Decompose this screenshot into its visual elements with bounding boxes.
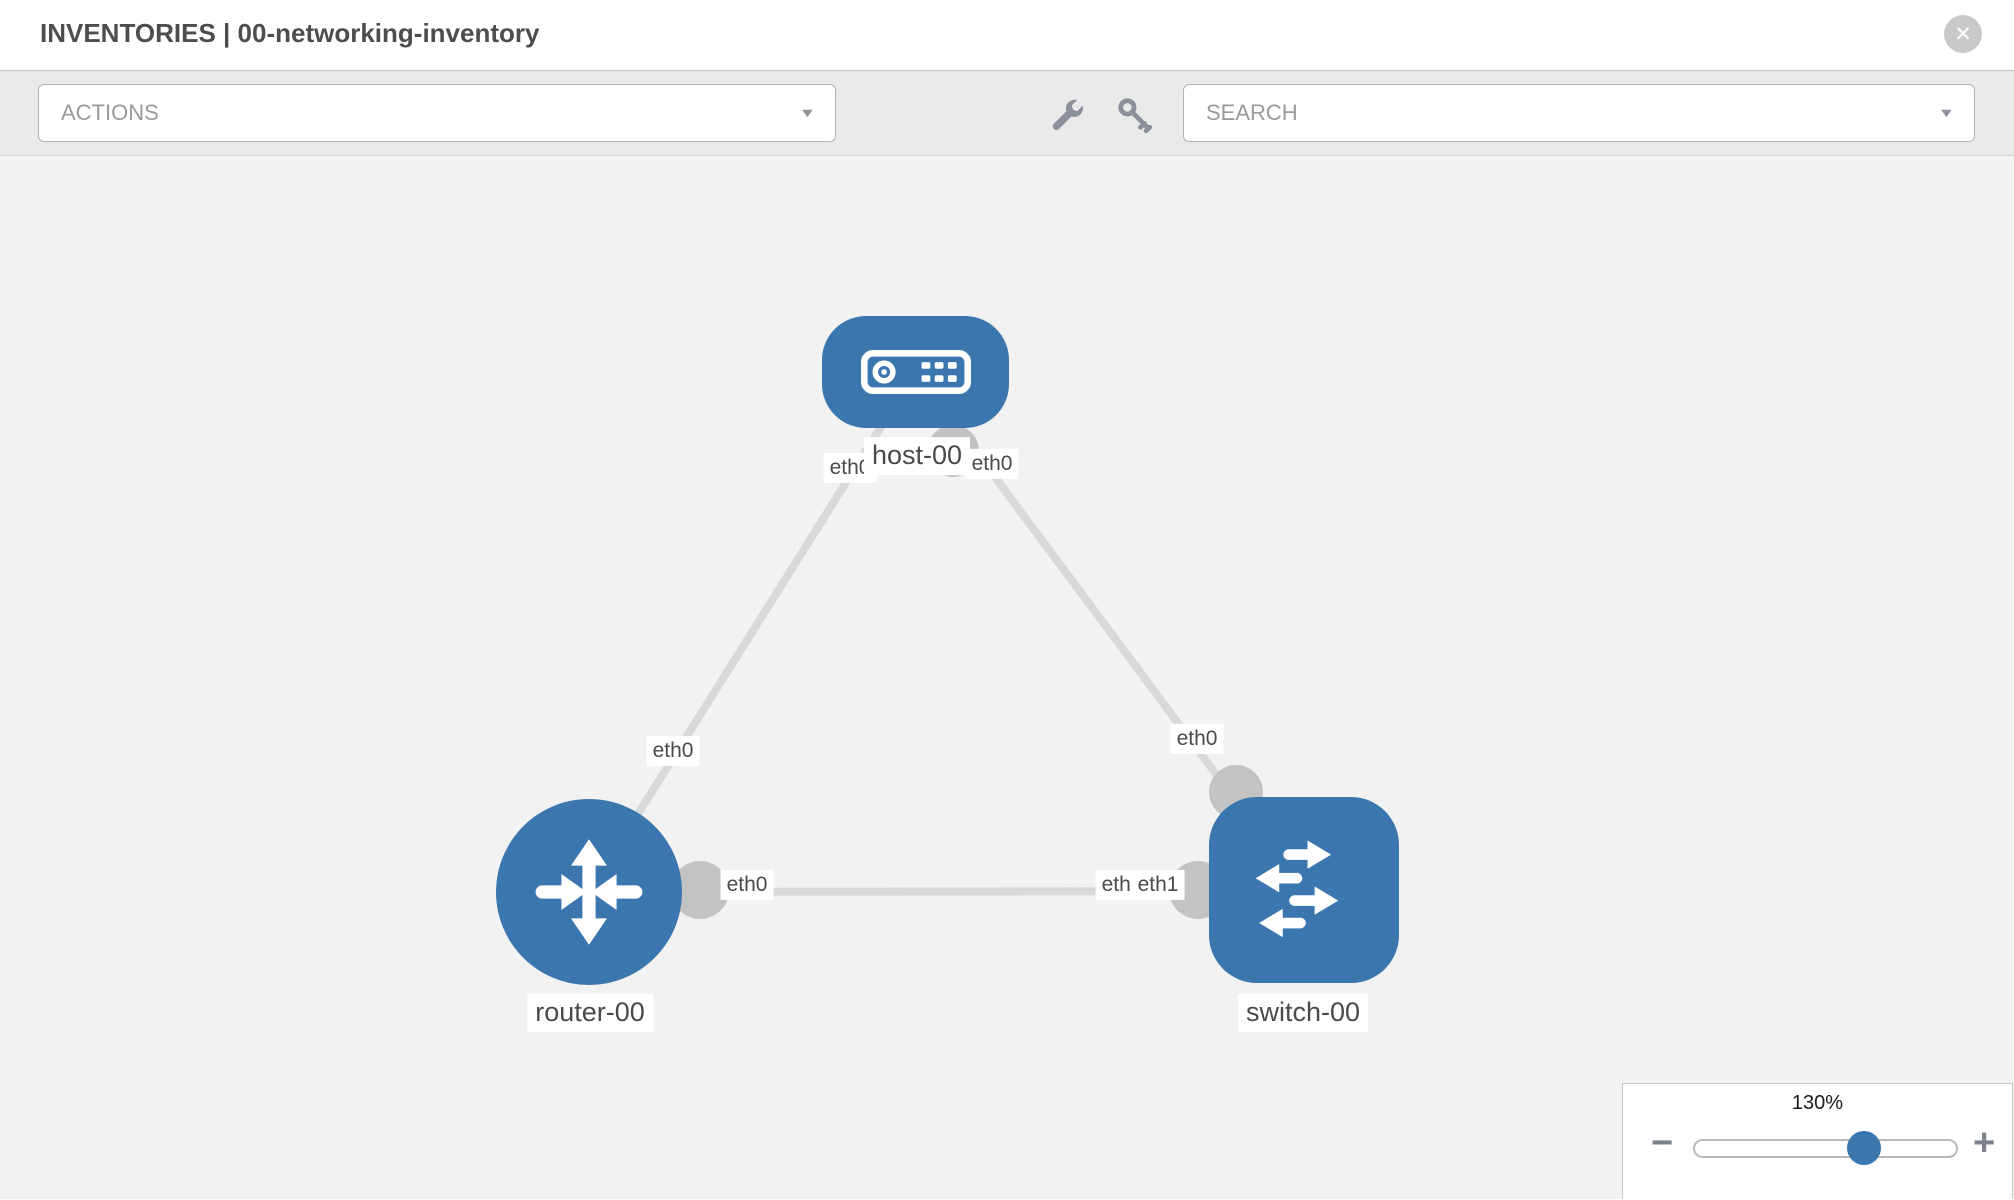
actions-dropdown[interactable]: ACTIONS ▼	[38, 84, 836, 142]
close-icon: ✕	[1954, 22, 1972, 46]
panel-header: INVENTORIES | 00-networking-inventory ✕	[0, 0, 2014, 70]
credentials-button[interactable]	[1116, 96, 1154, 134]
actions-dropdown-label: ACTIONS	[61, 100, 159, 125]
zoom-out-button[interactable]: −	[1651, 1124, 1673, 1162]
router-icon	[535, 839, 643, 945]
page-title: INVENTORIES | 00-networking-inventory	[40, 18, 539, 49]
zoom-level-value: 130%	[1791, 1092, 1844, 1114]
node-router-00[interactable]	[496, 799, 682, 985]
zoom-slider-knob[interactable]	[1847, 1131, 1881, 1165]
toolbar: ACTIONS ▼ SEARCH ▼	[0, 70, 2014, 156]
zoom-slider-track[interactable]	[1693, 1139, 1958, 1158]
plus-icon: +	[1973, 1122, 1996, 1164]
connector-router-right[interactable]	[671, 861, 729, 919]
search-dropdown[interactable]: SEARCH ▼	[1183, 84, 1975, 142]
close-button[interactable]: ✕	[1944, 15, 1982, 53]
breadcrumb-separator: |	[223, 18, 231, 48]
host-icon	[860, 350, 971, 394]
key-icon	[1118, 98, 1153, 134]
node-label-switch-00: switch-00	[1237, 994, 1369, 1032]
tools-button[interactable]	[1048, 96, 1086, 134]
if-label-router-eth0-top: eth0	[646, 735, 700, 767]
wrench-icon	[1052, 99, 1084, 131]
minus-icon: −	[1651, 1122, 1674, 1164]
topology-canvas[interactable]: eth0 eth0 eth0 eth0 eth0 eth0 eth1 host-…	[0, 156, 2014, 1199]
breadcrumb-section: INVENTORIES	[40, 18, 216, 48]
if-label-switch-eth1-mid: eth1	[1131, 869, 1185, 901]
node-label-router-00: router-00	[527, 994, 653, 1032]
if-label-host-eth0-right: eth0	[965, 448, 1019, 480]
chevron-down-icon: ▼	[798, 105, 817, 121]
inventory-name: 00-networking-inventory	[237, 18, 540, 48]
search-dropdown-label: SEARCH	[1206, 100, 1298, 125]
zoom-control-panel: 130% − +	[1622, 1083, 2013, 1199]
switch-icon	[1255, 840, 1339, 938]
node-switch-00[interactable]	[1209, 797, 1399, 983]
zoom-in-button[interactable]: +	[1973, 1124, 1995, 1162]
node-host-00[interactable]	[822, 316, 1009, 428]
node-label-host-00: host-00	[863, 437, 971, 475]
if-label-switch-eth0-top: eth0	[1170, 723, 1224, 755]
chevron-down-icon: ▼	[1937, 105, 1956, 121]
if-label-router-eth0-mid: eth0	[720, 869, 774, 901]
links-layer	[585, 368, 1307, 919]
